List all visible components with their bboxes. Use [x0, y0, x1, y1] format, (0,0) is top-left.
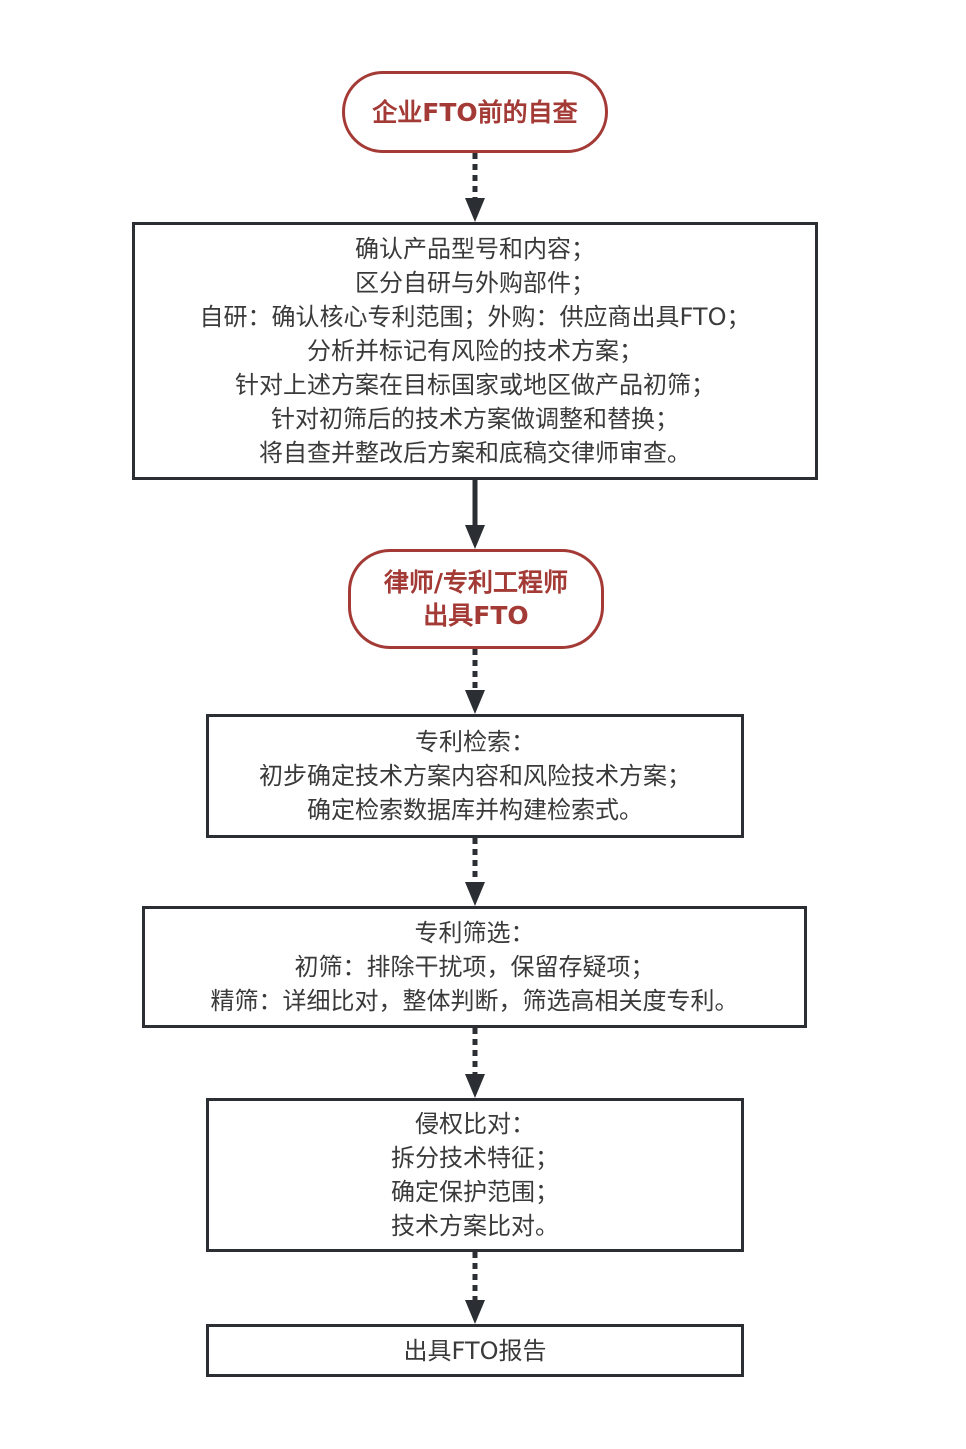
- node-text: 自研：确认核心专利范围；外购：供应商出具FTO；: [199, 303, 751, 331]
- node-text: 企业FTO前的自查: [372, 97, 578, 127]
- node-patent-screening: 专利筛选： 初筛：排除干扰项，保留存疑项； 精筛：详细比对，整体判断，筛选高相关…: [142, 906, 807, 1028]
- node-text: 区分自研与外购部件；: [355, 269, 595, 297]
- node-self-check-steps: 确认产品型号和内容； 区分自研与外购部件； 自研：确认核心专利范围；外购：供应商…: [132, 222, 818, 480]
- node-text: 专利检索：: [415, 728, 535, 756]
- arrow-head-icon: [465, 1074, 485, 1098]
- arrow-head-icon: [465, 690, 485, 714]
- edge-self-check-steps-to-lawyer-fto: [465, 480, 485, 549]
- node-infringement-comparison: 侵权比对： 拆分技术特征； 确定保护范围； 技术方案比对。: [206, 1098, 744, 1252]
- node-fto-report: 出具FTO报告: [206, 1324, 744, 1377]
- node-text: 精筛：详细比对，整体判断，筛选高相关度专利。: [210, 987, 739, 1015]
- edge-patent-screening-to-infringement-comparison: [465, 1028, 485, 1098]
- edge-patent-search-to-patent-screening: [465, 838, 485, 906]
- arrow-head-icon: [465, 198, 485, 222]
- node-text: 技术方案比对。: [391, 1212, 559, 1240]
- node-patent-search: 专利检索： 初步确定技术方案内容和风险技术方案； 确定检索数据库并构建检索式。: [206, 714, 744, 838]
- node-text: 初步确定技术方案内容和风险技术方案；: [259, 762, 691, 790]
- node-text: 分析并标记有风险的技术方案；: [307, 337, 643, 365]
- node-text: 出具FTO: [423, 601, 529, 630]
- node-text: 初筛：排除干扰项，保留存疑项；: [294, 953, 655, 981]
- arrow-head-icon: [465, 1300, 485, 1324]
- node-text: 律师/专利工程师: [383, 568, 569, 597]
- node-text: 专利筛选：: [414, 919, 535, 947]
- node-text: 针对上述方案在目标国家或地区做产品初筛；: [235, 371, 715, 399]
- node-text: 将自查并整改后方案和底稿交律师审查。: [259, 439, 691, 467]
- node-text: 侵权比对：: [415, 1110, 535, 1138]
- node-text: 确定保护范围；: [391, 1178, 559, 1206]
- edge-lawyer-fto-to-patent-search: [465, 649, 485, 714]
- edge-infringement-comparison-to-fto-report: [465, 1252, 485, 1324]
- node-text: 出具FTO报告: [403, 1336, 547, 1365]
- node-lawyer-fto: 律师/专利工程师 出具FTO: [348, 549, 604, 649]
- node-self-check: 企业FTO前的自查: [342, 71, 608, 153]
- arrow-head-icon: [465, 525, 485, 549]
- node-text: 拆分技术特征；: [391, 1144, 559, 1172]
- arrow-head-icon: [465, 882, 485, 906]
- node-text: 确定检索数据库并构建检索式。: [307, 796, 643, 824]
- node-text: 确认产品型号和内容；: [355, 235, 595, 263]
- node-text: 针对初筛后的技术方案做调整和替换；: [271, 405, 679, 433]
- edge-self-check-to-self-check-steps: [465, 153, 485, 222]
